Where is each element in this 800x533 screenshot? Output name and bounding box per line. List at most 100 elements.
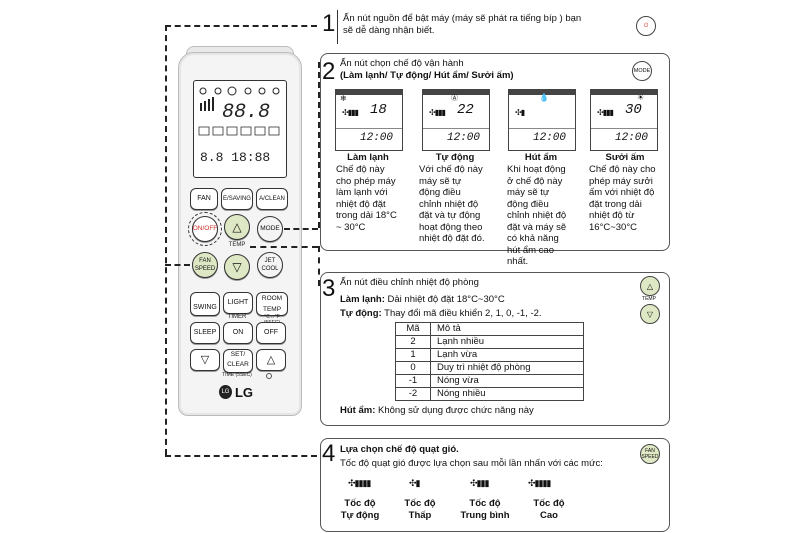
step3-title: Ấn nút điều chỉnh nhiệt độ phòng (340, 277, 479, 288)
auto-mode-display: Ⓐ ✣▮▮▮ 22 12:00 (422, 89, 490, 151)
step3-auto-line: Tự động: Thay đổi mã điều khiển 2, 1, 0,… (340, 308, 630, 320)
time-down-button[interactable]: ▽ (190, 349, 220, 371)
step2-panel (320, 53, 670, 251)
room-temp-button[interactable]: ROOM TEMP (256, 292, 288, 316)
fan-auto-icon: ✣▮▮▮▮ (348, 478, 371, 488)
lg-logo-icon: LG (219, 385, 232, 399)
table-header-row: Mã Mô tả (395, 322, 584, 336)
connector-step2-vertical (318, 62, 320, 228)
sleep-button[interactable]: SLEEP (190, 322, 220, 344)
fan-low-icon: ✣▮ (409, 478, 420, 488)
timer-label: TIMER (227, 314, 247, 320)
snowflake-icon: ❄ (340, 94, 347, 103)
step2-number: 2 (322, 58, 336, 85)
dry-mode-display: 💧 ✣▮ 12:00 (508, 89, 576, 151)
heat-mode-display: ☀ ✣▮▮▮ 30 12:00 (590, 89, 658, 151)
step1-text-line2: sẽ dễ dàng nhận biết. (343, 25, 435, 36)
cool-temp: 18 (370, 102, 387, 118)
lg-brand-text: LG (234, 384, 253, 400)
swing-button[interactable]: SWING (190, 292, 220, 316)
step4-panel (320, 438, 670, 532)
step1-text-line1: Ấn nút nguồn để bật máy (máy sẽ phát ra … (343, 13, 582, 24)
step3-dry-text: Không sử dụng được chức năng này (375, 405, 534, 416)
connector-step3-vertical (318, 246, 320, 286)
temp-up-icon: △ (640, 276, 660, 296)
time-up-button[interactable]: △ (256, 349, 286, 371)
heat-clock: 12:00 (615, 132, 649, 144)
aclean-button[interactable]: A/CLEAN (256, 188, 288, 210)
lcd-segments: 88.8 8.8 18:88 (198, 86, 280, 165)
ir-led-indicator (266, 373, 272, 379)
connector-left-vertical (165, 25, 167, 455)
mode-button-icon: MODE (632, 61, 652, 81)
lcd-temp-readout: 88.8 (222, 101, 270, 124)
step2-title-line1: Ấn nút chọn chế độ vận hành (340, 58, 464, 69)
lcd-clock-readout: 8.8 18:88 (200, 150, 270, 165)
fan-high-icon: ✣▮▮▮▮ (528, 478, 551, 488)
fan-button[interactable]: FAN (190, 188, 218, 210)
step3-dry-line: Hút ẩm: Không sử dụng được chức năng này (340, 405, 620, 417)
cool-clock: 12:00 (360, 132, 394, 144)
step3-cool-line: Làm lạnh: Dải nhiệt độ đặt 18°C~30°C (340, 294, 620, 306)
cool-mode-display: ❄ ✣▮▮▮ 18 12:00 (335, 89, 403, 151)
step4-title: Lựa chọn chế độ quạt gió. (340, 444, 459, 455)
light-button[interactable]: LIGHT (223, 292, 253, 314)
timer-off-button[interactable]: OFF (256, 322, 286, 344)
cool-mode-title: Làm lạnh (347, 152, 389, 163)
triangle-up-icon: △ (232, 220, 242, 234)
power-button-icon: ⏻ (636, 16, 656, 36)
step3-dry-label: Hút ẩm: (340, 405, 376, 416)
dry-clock: 12:00 (533, 132, 567, 144)
sun-icon: ☀ (637, 93, 645, 102)
connector-step4 (165, 455, 317, 457)
timer-on-button[interactable]: ON (223, 322, 253, 344)
step1-divider (337, 10, 338, 44)
step2-title-line2: (Làm lạnh/ Tự động/ Hút ẩm/ Sưởi ấm) (340, 70, 514, 81)
step3-auto-label: Tự động: (340, 308, 382, 319)
temp-up-button[interactable]: △ (224, 214, 250, 240)
table-header-code: Mã (395, 322, 431, 336)
step3-auto-text: Thay đổi mã điều khiển 2, 1, 0, -1, -2. (381, 308, 542, 319)
connector-mode (284, 228, 318, 230)
dry-mode-title: Hút ẩm (524, 152, 558, 163)
lg-logo: LG LG (219, 382, 253, 402)
onoff-highlight-ring (188, 212, 222, 246)
jet-cool-button[interactable]: JET COOL (257, 252, 283, 278)
triangle-down-icon: ▽ (232, 260, 242, 274)
remote-lcd-display: 88.8 8.8 18:88 (193, 80, 287, 178)
temp-down-button[interactable]: ▽ (224, 254, 250, 280)
fan-medium-icon: ✣▮▮▮ (470, 478, 489, 488)
auto-mode-title: Tự động (435, 152, 475, 163)
mode-button[interactable]: MODE (257, 216, 283, 242)
temp-down-icon: ▽ (640, 304, 660, 324)
fan-speed-button-icon: FAN SPEED (640, 444, 660, 464)
fan-level-icon: ✣▮▮▮ (597, 108, 614, 117)
connector-step1 (165, 25, 317, 27)
heat-mode-title: Sưởi ấm (605, 152, 645, 163)
step1-text: Ấn nút nguồn để bật máy (máy sẽ phát ra … (343, 13, 623, 37)
temp-label: TEMP (228, 242, 246, 248)
connector-temp (250, 246, 318, 248)
auto-temp: 22 (457, 102, 474, 118)
triangle-down-icon: ▽ (200, 354, 210, 366)
esaving-button[interactable]: E/SAVING (221, 188, 253, 210)
auto-icon: Ⓐ (451, 95, 458, 102)
time-sublabel: TIME (5SEC) (222, 372, 252, 378)
step3-cool-text: Dải nhiệt độ đặt 18°C~30°C (384, 294, 505, 305)
fan-speed-button[interactable]: FAN SPEED (192, 252, 218, 278)
set-clear-button[interactable]: SET/ CLEAR (223, 349, 253, 373)
step4-number: 4 (322, 440, 336, 467)
fan-level-icon: ✣▮ (515, 108, 525, 117)
